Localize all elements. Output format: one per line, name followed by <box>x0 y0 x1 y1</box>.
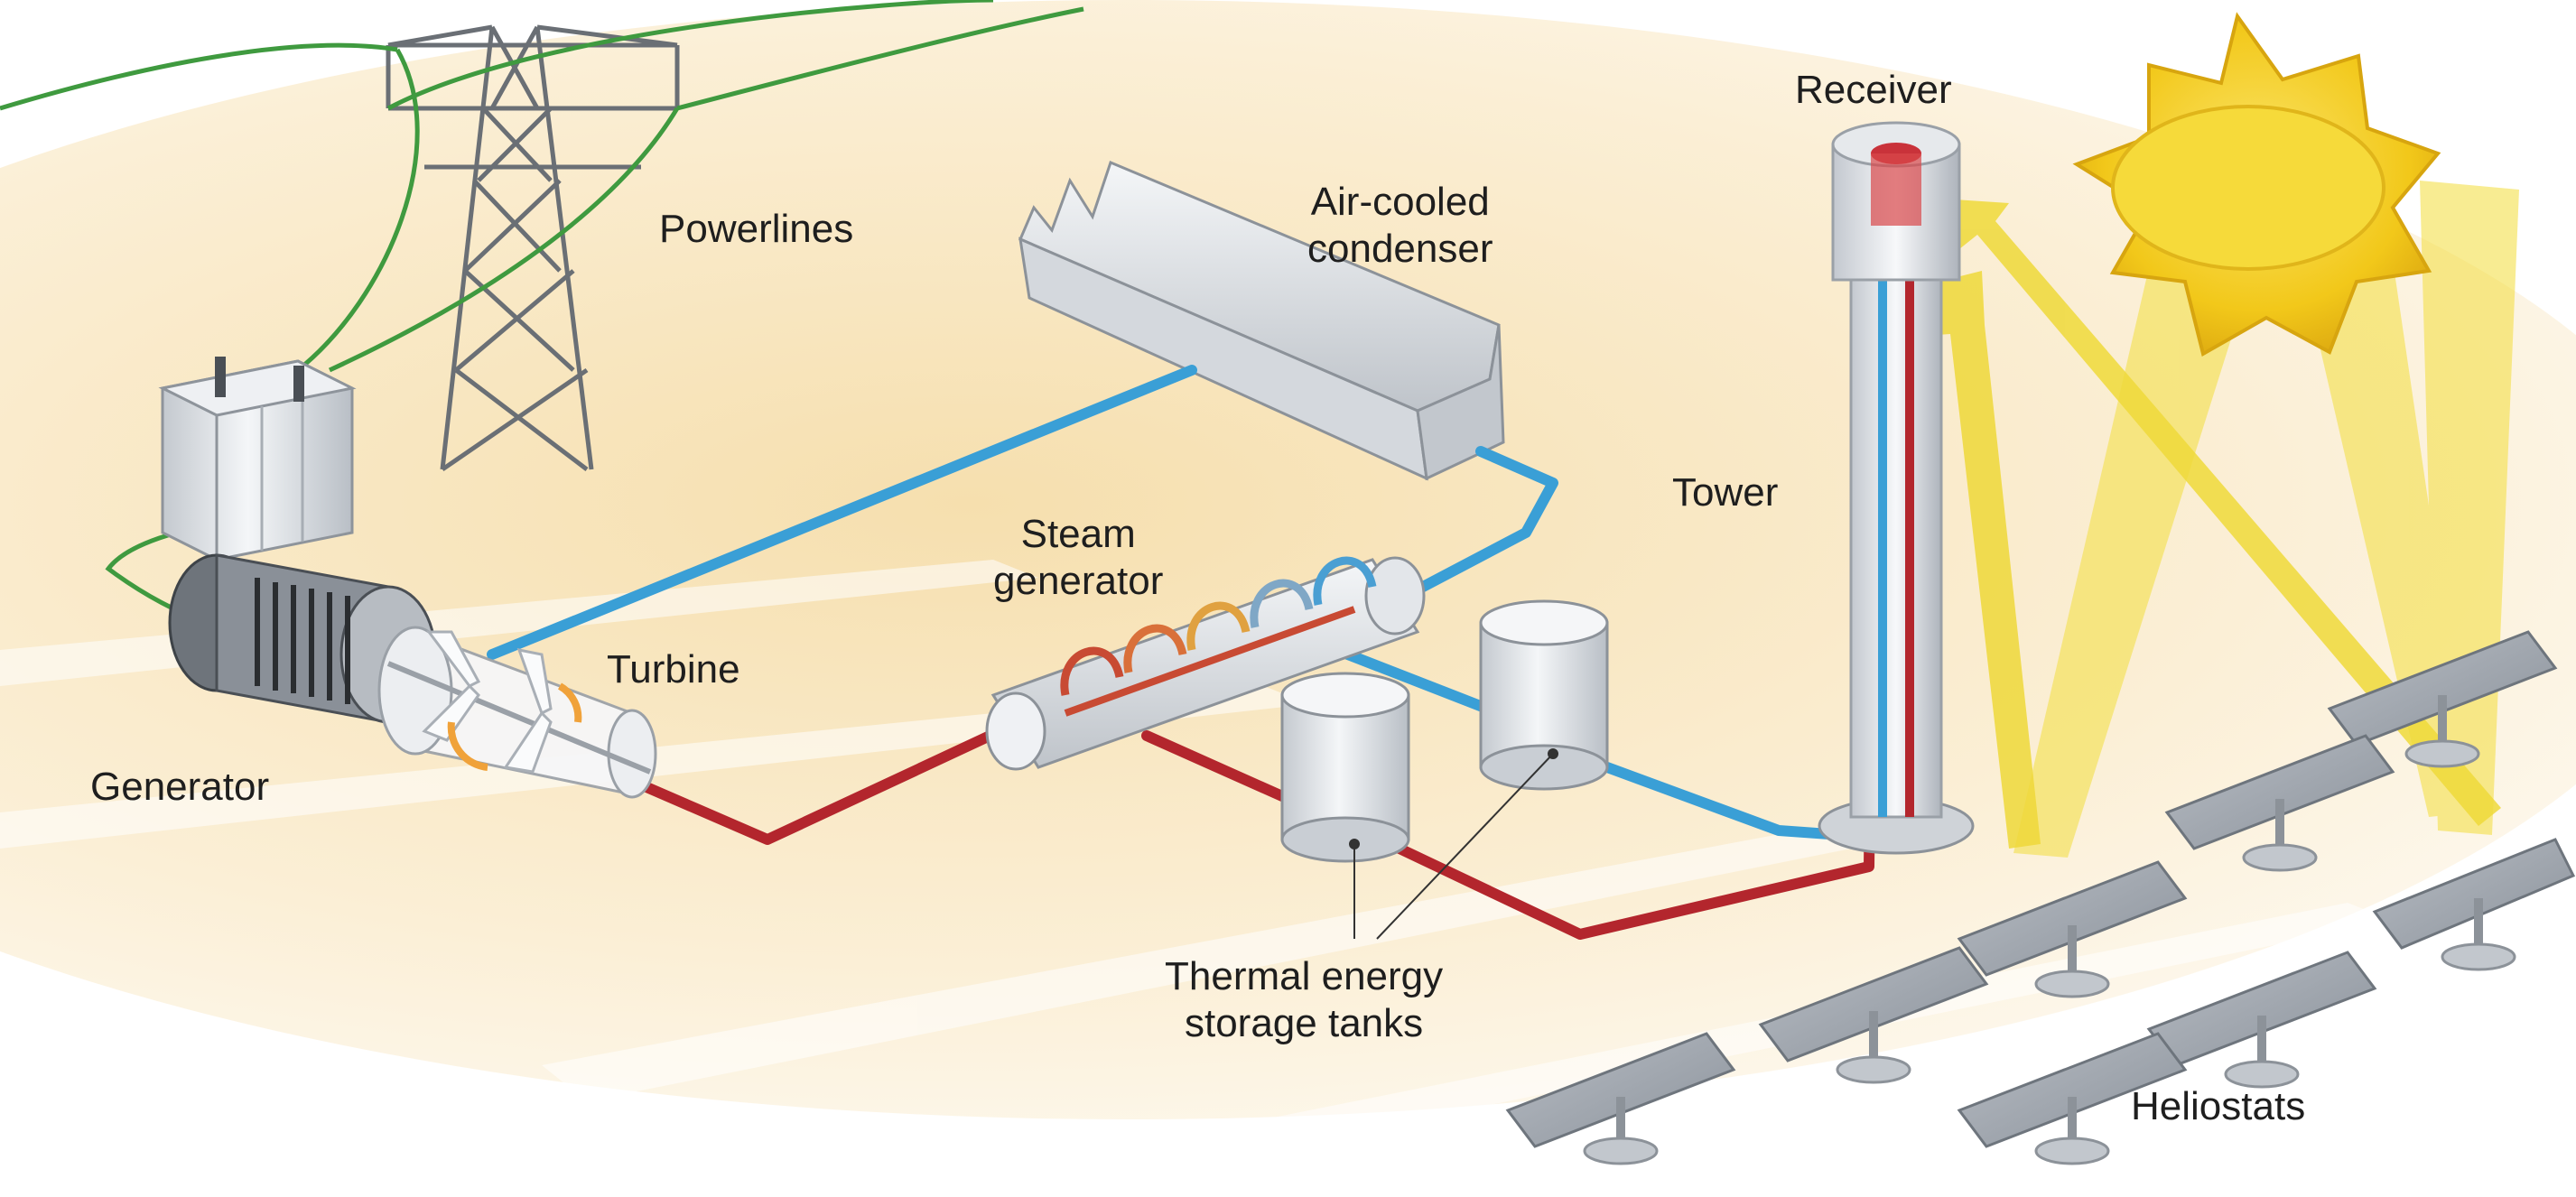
heliostat-icon <box>2146 951 2377 1089</box>
turbine-label: Turbine <box>607 647 740 691</box>
generator-label: Generator <box>90 765 270 809</box>
tower-icon <box>1818 179 1975 855</box>
heliostat-icon <box>1758 946 1989 1084</box>
tower-label: Tower <box>1672 470 1779 515</box>
heliostat-icon <box>1505 1032 1736 1165</box>
transmission-tower-icon <box>386 24 680 472</box>
receiver-icon <box>1831 121 1961 282</box>
thermal-energy-storage-tanks-label: Thermal energy storage tanks <box>1165 954 1444 1045</box>
transformer-icon <box>158 357 357 561</box>
heliostat-field <box>1505 630 2576 1165</box>
steam-generator-label: Steam generator <box>993 512 1164 603</box>
heliostat-icon <box>2327 630 2558 768</box>
heliostat-icon <box>1957 1032 2188 1165</box>
air-cooled-condenser-label: Air-cooled condenser <box>1307 180 1493 271</box>
heliostats-label: Heliostats <box>2131 1084 2306 1128</box>
tank-label-leaders <box>1349 748 1558 940</box>
heliostat-icon <box>1957 860 2188 998</box>
powerlines-label: Powerlines <box>659 207 854 251</box>
sun-icon <box>2072 12 2441 357</box>
steam-generator-icon <box>985 556 1426 771</box>
heliostat-icon <box>2372 838 2576 971</box>
receiver-label: Receiver <box>1795 68 1952 112</box>
reflected-beam-arrows <box>1910 199 2501 849</box>
thermal-storage-tank-cold <box>1479 599 1609 791</box>
air-cooled-condenser-icon <box>1018 160 1505 481</box>
heliostat-icon <box>2164 734 2395 872</box>
turbine-icon <box>377 626 657 799</box>
thermal-storage-tank-hot <box>1280 672 1410 863</box>
